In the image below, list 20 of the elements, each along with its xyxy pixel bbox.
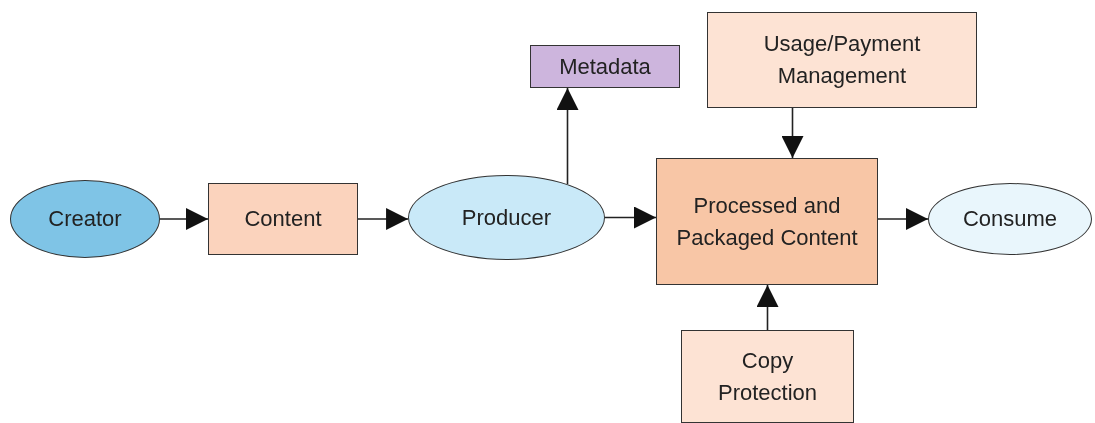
- node-label: Copy Protection: [716, 346, 819, 407]
- node-label: Processed and Packaged Content: [675, 191, 859, 252]
- process-box: [208, 183, 358, 255]
- node-label: Content: [244, 205, 322, 233]
- arrow: [877, 208, 929, 230]
- arrow: [781, 107, 804, 159]
- arrow: [604, 206, 657, 229]
- node-label: Consume: [962, 205, 1058, 233]
- data-box: [530, 45, 680, 88]
- arrow: [756, 284, 779, 331]
- node-label: Creator: [48, 205, 122, 233]
- node-label: Producer: [461, 203, 552, 232]
- arrow: [159, 208, 209, 230]
- arrow: [556, 87, 579, 185]
- node-label: Usage/Payment Management: [762, 30, 922, 90]
- arrow: [357, 208, 409, 230]
- process-box: [681, 330, 854, 423]
- process-box: [707, 12, 977, 108]
- process-box: [656, 158, 878, 285]
- node-label: Metadata: [559, 52, 651, 81]
